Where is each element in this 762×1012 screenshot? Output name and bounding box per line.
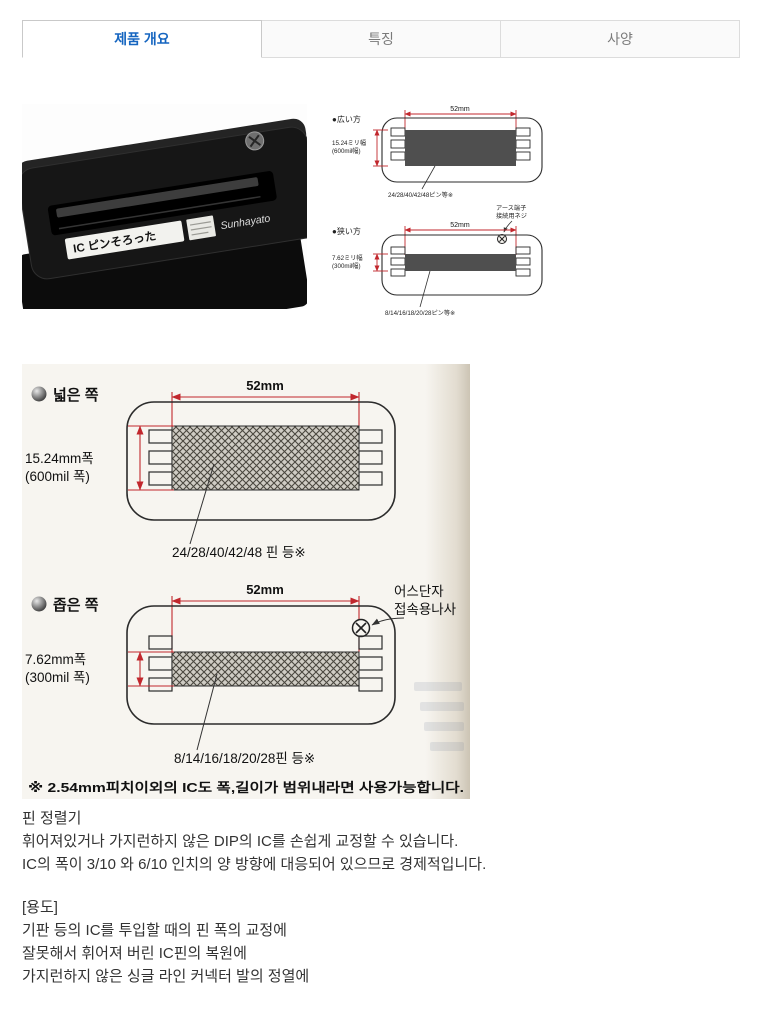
desc-line: 휘어져있거나 가지런하지 않은 DIP의 IC를 손쉽게 교정할 수 있습니다. (22, 833, 459, 850)
kr-earth-leader (371, 617, 405, 626)
bullet-icon (31, 386, 47, 402)
kr-wide-width-label: 15.24mm폭 (25, 451, 94, 466)
kr-wide-leader-line (189, 463, 215, 545)
jp-earth-label-2: 接続用ネジ (496, 212, 527, 220)
jp-wide-width-label: 15.24ミリ幅 (332, 139, 366, 147)
thumb-screw-icon (245, 131, 265, 151)
product-tabs: 제품 개요 특징 사양 (22, 20, 740, 58)
jp-narrow-width-label: 7.62ミリ幅 (332, 254, 363, 262)
jp-narrow-tool-outline (381, 234, 543, 296)
diagram-korean-svg: 넓은 쪽 52mm (25, 378, 464, 795)
kr-narrow-ic-body (171, 651, 360, 687)
kr-narrow-pins-label: 8/14/16/18/20/28핀 등※ (174, 751, 315, 766)
kr-wide-width-dimension (128, 425, 174, 491)
jp-wide-width-dimension (373, 129, 388, 167)
kr-narrow-width-label: 7.62mm폭 (25, 652, 86, 667)
jp-narrow-leader-line (419, 270, 431, 308)
kr-narrow-dim-text: 52mm (246, 582, 284, 597)
product-name-label (64, 220, 185, 260)
kr-wide-ic-body (171, 425, 360, 491)
sticker-line (190, 226, 212, 231)
kr-narrow-side-label: 좁은 쪽 (53, 597, 99, 614)
kr-diagram-footnote: ※ 2.54mm피치이외의 IC도 폭,길이가 범위내라면 사용가능합니다. (28, 780, 464, 795)
jp-earth-screw-icon (497, 234, 507, 244)
kr-narrow-dimension-lines (171, 596, 360, 652)
jp-narrow-side-label: ●狭い方 (332, 226, 361, 236)
jp-earth-label-1: アース端子 (496, 204, 526, 212)
jp-wide-dimension-lines (404, 110, 517, 131)
jp-narrow-width-dimension (373, 253, 388, 272)
sticker-line (191, 231, 209, 236)
kr-narrow-width-dimension (128, 651, 174, 687)
kr-wide-dimension-lines (171, 392, 360, 426)
kr-wide-tool-outline (126, 401, 396, 521)
desc-title: 핀 정렬기 (22, 810, 82, 827)
kr-wide-section: 넓은 쪽 52mm (25, 378, 396, 560)
device-slot-line (58, 195, 261, 230)
usage-line: 기판 등의 IC를 투입할 때의 핀 폭의 교정에 (22, 922, 287, 939)
kr-wide-pins-label: 24/28/40/42/48 핀 등※ (172, 545, 306, 560)
desc-spacer (22, 876, 740, 896)
jp-wide-tool-outline (381, 117, 543, 183)
kr-wide-dim-text: 52mm (246, 378, 284, 393)
kr-earth-screw-icon (351, 618, 371, 638)
kr-earth-label-2: 접속용나사 (394, 602, 457, 617)
tab-features[interactable]: 특징 (262, 20, 501, 58)
product-photo: IC ピンそろった Sunhayato (16, 104, 321, 349)
kr-narrow-leader-line (196, 673, 218, 751)
usage-line: 가지런하지 않은 싱글 라인 커넥터 발의 정열에 (22, 968, 310, 985)
jp-wide-dim-text: 52mm (450, 106, 470, 113)
jp-wide-width-sub: (600mil幅) (332, 147, 361, 155)
jp-narrow-dim-text: 52mm (450, 222, 470, 229)
jp-wide-pins-label: 24/28/40/42/48ピン等※ (388, 191, 453, 199)
bullet-icon (31, 596, 47, 612)
device-slot-bar (56, 177, 259, 218)
kr-narrow-section: 좁은 쪽 52mm 어스단자 접속용나사 (25, 582, 457, 766)
kr-narrow-width-sub: (300mil 폭) (25, 670, 90, 685)
diagram-japanese-svg: ●広い方 52mm (332, 106, 543, 317)
jp-narrow-ic-body (405, 254, 516, 271)
jp-narrow-pins-label: 8/14/16/18/20/28ピン等※ (385, 309, 455, 317)
kr-wide-side-label: 넓은 쪽 (53, 387, 99, 404)
desc-line: IC의 폭이 3/10 와 6/10 인치의 양 방향에 대응되어 있으므로 경… (22, 856, 487, 873)
jp-wide-side-label: ●広い方 (332, 114, 361, 124)
scan-bleed-ghost (414, 682, 464, 751)
jp-wide-section: ●広い方 52mm (332, 106, 543, 199)
usage-line: 잘못해서 휘어져 버린 IC핀의 복원에 (22, 945, 247, 962)
diagram-korean: 넓은 쪽 52mm (22, 364, 470, 799)
sticker-line (189, 221, 211, 226)
jp-wide-ic-body (405, 130, 516, 166)
usage-title: [용도] (22, 899, 58, 916)
jp-wide-comb-teeth (390, 127, 531, 161)
kr-wide-width-sub: (600mil 폭) (25, 469, 90, 484)
overview-images-row: IC ピンそろった Sunhayato ●広い方 52mm (16, 104, 740, 349)
product-description: 핀 정렬기 휘어져있거나 가지런하지 않은 DIP의 IC를 손쉽게 교정할 수… (22, 807, 740, 988)
jp-narrow-section: ●狭い方 アース端子 接続用ネジ 52mm (332, 204, 543, 317)
tab-specifications[interactable]: 사양 (501, 20, 740, 58)
kr-narrow-tool-outline (126, 605, 396, 725)
jp-narrow-width-sub: (300mil幅) (332, 262, 361, 270)
diagram-japanese: ●広い方 52mm (330, 100, 565, 330)
tab-product-overview[interactable]: 제품 개요 (22, 20, 262, 58)
product-photo-svg: IC ピンそろった Sunhayato (16, 104, 321, 349)
jp-wide-leader-line (421, 165, 436, 190)
kr-earth-label-1: 어스단자 (394, 584, 444, 599)
